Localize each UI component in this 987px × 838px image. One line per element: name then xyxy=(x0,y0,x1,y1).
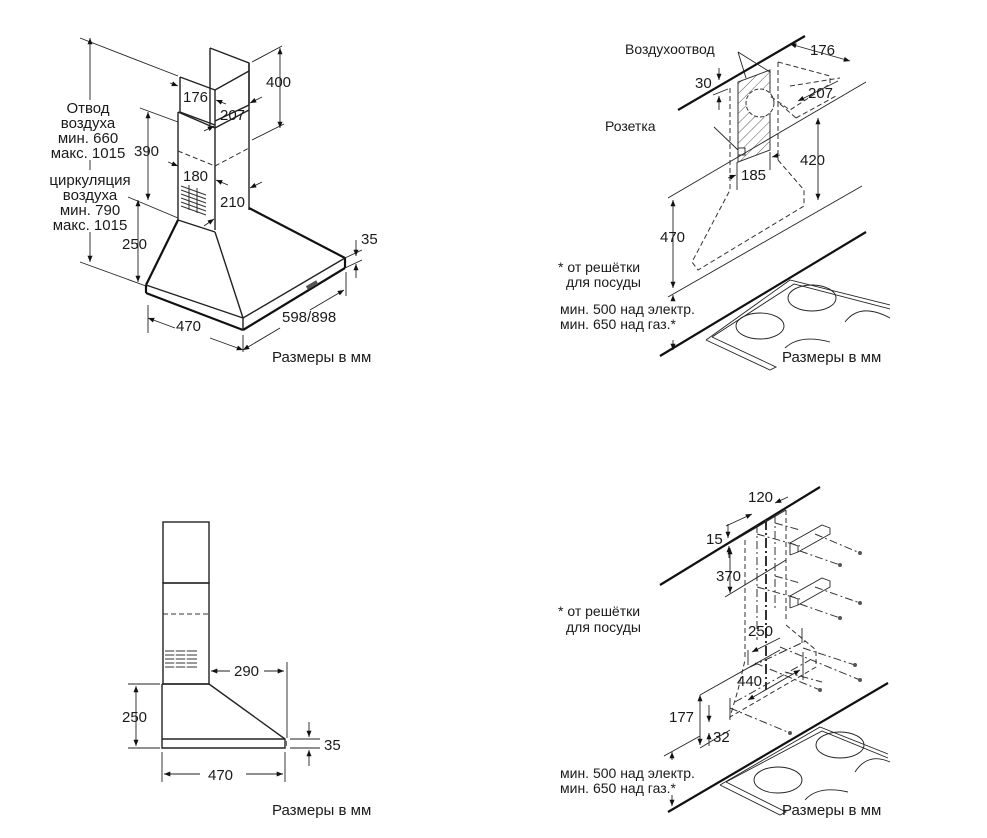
svg-text:мин. 660: мин. 660 xyxy=(58,130,118,147)
unit-note: Размеры в мм xyxy=(272,802,371,819)
grate-note-line1: * от решётки xyxy=(558,259,640,275)
recirc-label: циркуляция воздуха мин. 790 макс. 1015 xyxy=(49,172,130,234)
dim-chimney-upper-width: 176 xyxy=(183,89,208,106)
dim-hook-offset: 32 xyxy=(713,729,730,746)
dim-hood-height: 470 xyxy=(660,229,685,246)
dim-hood-bracket-spacing: 250 xyxy=(748,623,773,640)
svg-text:макс. 1015: макс. 1015 xyxy=(51,145,126,162)
svg-text:воздуха: воздуха xyxy=(63,187,118,204)
dim-upper-zone: 420 xyxy=(800,152,825,169)
svg-text:воздуха: воздуха xyxy=(61,115,116,132)
dim-canopy-height: 250 xyxy=(122,236,147,253)
hob xyxy=(705,279,891,371)
canopy xyxy=(144,207,347,332)
grate-note-line2: для посуды xyxy=(566,274,641,290)
diagram-top-right: Воздухоотвод Розетка 30 176 207 185 420 … xyxy=(558,35,891,371)
dim-canopy-rim: 35 xyxy=(361,231,378,248)
dim-chimney-upper-depth: 207 xyxy=(220,107,245,124)
vent-grille xyxy=(165,650,197,669)
unit-note: Размеры в мм xyxy=(782,802,881,819)
dim-bracket-spacing: 120 xyxy=(748,489,773,506)
hob xyxy=(719,726,891,816)
dim-chimney-lower-height: 390 xyxy=(134,143,159,160)
dim-canopy-height: 250 xyxy=(122,709,147,726)
dim-projection: 290 xyxy=(234,663,259,680)
socket-label: Розетка xyxy=(605,118,656,134)
ceiling-line xyxy=(659,486,821,586)
diagram-bottom-right: 120 15 370 250 440 177 32 * от решётки д… xyxy=(558,486,891,819)
dim-ceiling-offset: 15 xyxy=(706,531,723,548)
dim-outlet-depth: 207 xyxy=(808,85,833,102)
svg-text:циркуляция: циркуляция xyxy=(49,172,130,189)
dim-depth: 470 xyxy=(176,318,201,335)
svg-text:мин. 790: мин. 790 xyxy=(60,202,120,219)
dim-chimney-upper-height: 400 xyxy=(266,74,291,91)
svg-text:Отвод: Отвод xyxy=(66,100,109,117)
diagram-top-left: 400 176 207 390 180 210 250 35 470 598/8… xyxy=(49,37,378,366)
grate-note-line1: * от решётки xyxy=(558,603,640,619)
min-height-electric: мин. 500 над электр. xyxy=(560,765,695,781)
worktop-line xyxy=(659,231,867,357)
dim-width: 598/898 xyxy=(282,309,336,326)
min-height-gas: мин. 650 над газ.* xyxy=(560,780,677,796)
unit-note: Размеры в мм xyxy=(272,349,371,366)
min-height-electric: мин. 500 над электр. xyxy=(560,301,695,317)
vent-grille xyxy=(180,185,207,216)
dim-socket-offset: 185 xyxy=(741,167,766,184)
dim-bracket-vertical: 370 xyxy=(716,568,741,585)
dim-ceiling-offset: 30 xyxy=(695,75,712,92)
exhaust-label: Отвод воздуха мин. 660 макс. 1015 xyxy=(51,100,126,162)
screws xyxy=(729,522,862,735)
dim-hood-width-mount: 440 xyxy=(737,673,762,690)
unit-note: Размеры в мм xyxy=(782,349,881,366)
wall-bracket-upper xyxy=(789,524,831,556)
dim-chimney-lower-width: 180 xyxy=(183,168,208,185)
chimney-upper xyxy=(179,47,250,230)
dim-depth: 470 xyxy=(208,767,233,784)
diagram-bottom-left: 290 250 35 470 Размеры в мм xyxy=(122,521,371,819)
worktop-line xyxy=(667,682,889,813)
svg-text:макс. 1015: макс. 1015 xyxy=(53,217,128,234)
dim-outlet-width: 176 xyxy=(810,42,835,59)
dim-chimney-lower-depth: 210 xyxy=(220,194,245,211)
min-height-gas: мин. 650 над газ.* xyxy=(560,316,677,332)
dim-hook-height: 177 xyxy=(669,709,694,726)
wall-bracket-lower xyxy=(789,577,831,609)
socket-leader xyxy=(713,126,739,151)
dim-rim: 35 xyxy=(324,737,341,754)
control-panel-icon xyxy=(305,280,319,290)
air-outlet-label: Воздухоотвод xyxy=(625,41,715,57)
dimension-lines xyxy=(79,37,363,352)
ceiling-line xyxy=(677,35,806,111)
chimney-lower xyxy=(177,109,250,233)
grate-note-line2: для посуды xyxy=(566,619,641,635)
chimney-upper xyxy=(162,521,210,584)
